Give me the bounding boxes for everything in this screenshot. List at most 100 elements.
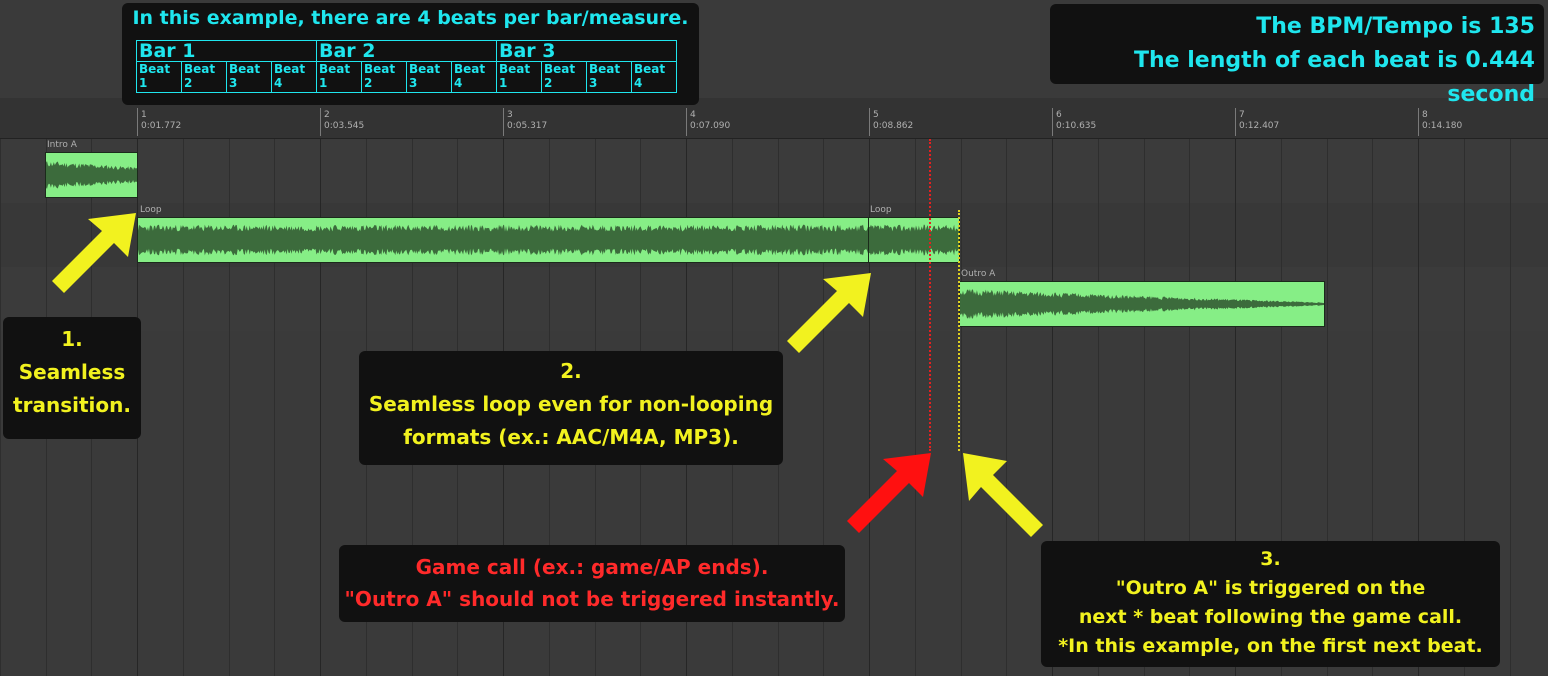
ruler-time: 0:10.635 [1056, 121, 1097, 131]
beat-word: Beat [229, 62, 261, 76]
annotation-2-line-1: Seamless loop even for non-looping [368, 392, 774, 416]
annotation-game-call: Game call (ex.: game/AP ends). "Outro A"… [339, 545, 845, 622]
bar-1-label: Bar 1 [136, 40, 317, 62]
beat-number: 2 [364, 76, 373, 90]
beat-number: 3 [229, 76, 238, 90]
annotation-3-number: 3. [1260, 548, 1281, 570]
beat-word: Beat [274, 62, 306, 76]
beat-word: Beat [319, 62, 351, 76]
grid-line [183, 139, 184, 676]
ruler-bar-number: 1 [141, 110, 147, 120]
tempo-line: The BPM/Tempo is 135 [1256, 14, 1535, 39]
grid-line [1006, 139, 1007, 676]
grid-line [915, 139, 916, 676]
beat-length-line: The length of each beat is 0.444 second [1133, 48, 1535, 107]
ruler-tick [1235, 108, 1236, 136]
grid-line [0, 139, 1, 676]
clip-outro-a[interactable] [959, 281, 1325, 327]
ruler-tick [869, 108, 870, 136]
annotation-3-line-2: next * beat following the game call. [1078, 606, 1463, 628]
arrow-yellow-1-icon [52, 213, 136, 293]
beat-word: Beat [544, 62, 576, 76]
grid-line [1372, 139, 1373, 676]
ruler-time: 0:12.407 [1239, 121, 1280, 131]
grid-line [961, 139, 962, 676]
grid-line [1418, 139, 1419, 676]
ruler-bar-number: 8 [1422, 110, 1428, 120]
clip-label-loop-2: Loop [870, 205, 892, 215]
ruler-bar-number: 4 [690, 110, 696, 120]
beat-word: Beat [184, 62, 216, 76]
clip-label-outro: Outro A [961, 269, 996, 279]
track-lane-intro[interactable] [0, 139, 1548, 203]
clip-label-intro: Intro A [47, 140, 77, 150]
ruler-tick [503, 108, 504, 136]
annotation-1-number: 1. [61, 327, 83, 351]
arrow-yellow-2-icon [787, 273, 871, 353]
next-beat-marker [958, 210, 960, 451]
ruler-time: 0:08.862 [873, 121, 914, 131]
grid-line [1510, 139, 1511, 676]
grid-line [1235, 139, 1236, 676]
annotation-1-line-1: Seamless [18, 360, 126, 384]
annotation-2-line-2: formats (ex.: AAC/M4A, MP3). [403, 425, 739, 449]
beat-word: Beat [364, 62, 396, 76]
ruler-tick [320, 108, 321, 136]
annotation-outro-trigger: 3. "Outro A" is triggered on the next * … [1041, 541, 1500, 667]
annotation-2-number: 2. [560, 359, 582, 383]
ruler-tick [686, 108, 687, 136]
clip-loop-1[interactable] [137, 217, 869, 263]
tempo-info-box: The BPM/Tempo is 135 The length of each … [1050, 4, 1544, 107]
annotation-1-line-2: transition. [13, 393, 131, 417]
clip-loop-2[interactable] [868, 217, 960, 263]
grid-line [1281, 139, 1282, 676]
annotation-seamless-loop: 2. Seamless loop even for non-looping fo… [359, 351, 783, 465]
grid-line [229, 139, 230, 676]
ruler-time: 0:03.545 [324, 121, 365, 131]
grid-line [320, 139, 321, 676]
game-call-line-1: Game call (ex.: game/AP ends). [415, 555, 769, 579]
beat-word: Beat [409, 62, 441, 76]
grid-line [1052, 139, 1053, 676]
beat-number: 4 [634, 76, 643, 90]
ruler-time: 0:14.180 [1422, 121, 1463, 131]
beat-number: 4 [274, 76, 283, 90]
clip-intro-a[interactable] [45, 152, 138, 198]
arrow-yellow-3-icon [963, 453, 1043, 537]
beat-number: 1 [499, 76, 508, 90]
grid-line [869, 139, 870, 676]
beat-number: 2 [544, 76, 553, 90]
bar-2-label: Bar 2 [316, 40, 497, 62]
ruler-tick [1418, 108, 1419, 136]
arrow-red-icon [847, 453, 931, 533]
beat-number: 3 [409, 76, 418, 90]
grid-line [823, 139, 824, 676]
bar-3-label: Bar 3 [496, 40, 677, 62]
ruler-bar-number: 2 [324, 110, 330, 120]
annotation-seamless-transition: 1. Seamless transition. [3, 317, 141, 439]
ruler-bar-number: 6 [1056, 110, 1062, 120]
ruler-time: 0:01.772 [141, 121, 182, 131]
ruler-bar-number: 3 [507, 110, 513, 120]
ruler-tick [1052, 108, 1053, 136]
grid-line [1189, 139, 1190, 676]
beat-number: 2 [184, 76, 193, 90]
beat-word: Beat [499, 62, 531, 76]
waveform-outro [960, 289, 1324, 319]
